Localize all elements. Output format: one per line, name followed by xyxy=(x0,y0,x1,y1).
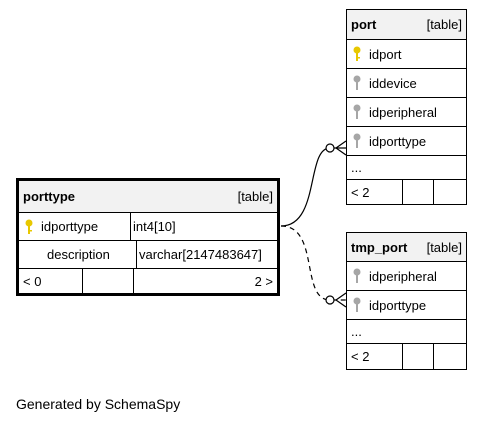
column-name: idperipheral xyxy=(369,268,437,284)
foreign-key-icon xyxy=(347,297,367,313)
relationship-port-optional-marker xyxy=(325,143,335,153)
column-name: idporttype xyxy=(369,133,427,149)
column-row[interactable]: idporttype xyxy=(347,291,466,320)
table-kind: [table] xyxy=(237,189,273,204)
column-row[interactable]: idporttype xyxy=(347,127,466,156)
table-header: porttype [table] xyxy=(19,181,277,213)
foreign-key-icon xyxy=(347,104,367,120)
column-row[interactable]: idperipheral xyxy=(347,98,466,127)
parents-count[interactable]: < 0 xyxy=(19,269,83,293)
table-name: porttype xyxy=(23,189,75,204)
more-columns-ellipsis: ... xyxy=(347,156,466,180)
table-name: port xyxy=(351,17,377,32)
table-porttype[interactable]: porttype [table] idporttype int4[10] des… xyxy=(16,178,280,296)
primary-key-icon xyxy=(19,219,39,235)
column-row[interactable]: idporttype int4[10] xyxy=(19,213,277,241)
foreign-key-icon xyxy=(347,268,367,284)
table-footer: < 2 xyxy=(347,344,466,369)
table-kind: [table] xyxy=(426,17,462,32)
column-name: idporttype xyxy=(369,297,427,313)
table-header: tmp_port [table] xyxy=(347,233,466,262)
foreign-key-icon xyxy=(347,133,367,149)
generated-by-label: Generated by SchemaSpy xyxy=(16,396,181,412)
parents-count[interactable]: < 2 xyxy=(347,344,403,369)
column-row[interactable]: idport xyxy=(347,40,466,69)
column-row[interactable]: description varchar[2147483647] xyxy=(19,241,277,269)
footer-spacer xyxy=(403,344,434,369)
relationship-porttype-tmp-port xyxy=(280,225,346,301)
column-row[interactable]: idperipheral xyxy=(347,262,466,291)
column-name: idporttype xyxy=(39,213,131,240)
table-tmp-port[interactable]: tmp_port [table] idperipheral idporttype… xyxy=(346,232,467,370)
column-name: idperipheral xyxy=(369,104,437,120)
footer-spacer xyxy=(403,180,434,204)
column-name: idport xyxy=(369,46,402,62)
column-row[interactable]: iddevice xyxy=(347,69,466,98)
relationship-tmp-port-crowfoot xyxy=(334,292,347,308)
column-name: iddevice xyxy=(369,75,417,91)
parents-count[interactable]: < 2 xyxy=(347,180,403,204)
relationship-porttype-port xyxy=(280,147,346,227)
children-count[interactable] xyxy=(434,180,466,204)
foreign-key-icon xyxy=(347,75,367,91)
column-type: varchar[2147483647] xyxy=(139,247,262,262)
table-name: tmp_port xyxy=(351,239,408,255)
relationship-port-crowfoot xyxy=(334,140,347,156)
column-name: description xyxy=(39,241,137,268)
table-footer: < 0 2 > xyxy=(19,269,277,293)
table-port[interactable]: port [table] idport iddevice idperiphera… xyxy=(346,9,467,205)
children-count[interactable] xyxy=(434,344,466,369)
more-columns-ellipsis: ... xyxy=(347,320,466,344)
relationship-tmp-port-optional-marker xyxy=(325,295,335,305)
primary-key-icon xyxy=(347,46,367,62)
table-kind: [table] xyxy=(426,239,462,255)
children-count[interactable]: 2 > xyxy=(254,273,273,289)
table-header: port [table] xyxy=(347,10,466,40)
footer-spacer xyxy=(83,269,134,293)
table-footer: < 2 xyxy=(347,180,466,204)
column-type: int4[10] xyxy=(133,219,176,234)
